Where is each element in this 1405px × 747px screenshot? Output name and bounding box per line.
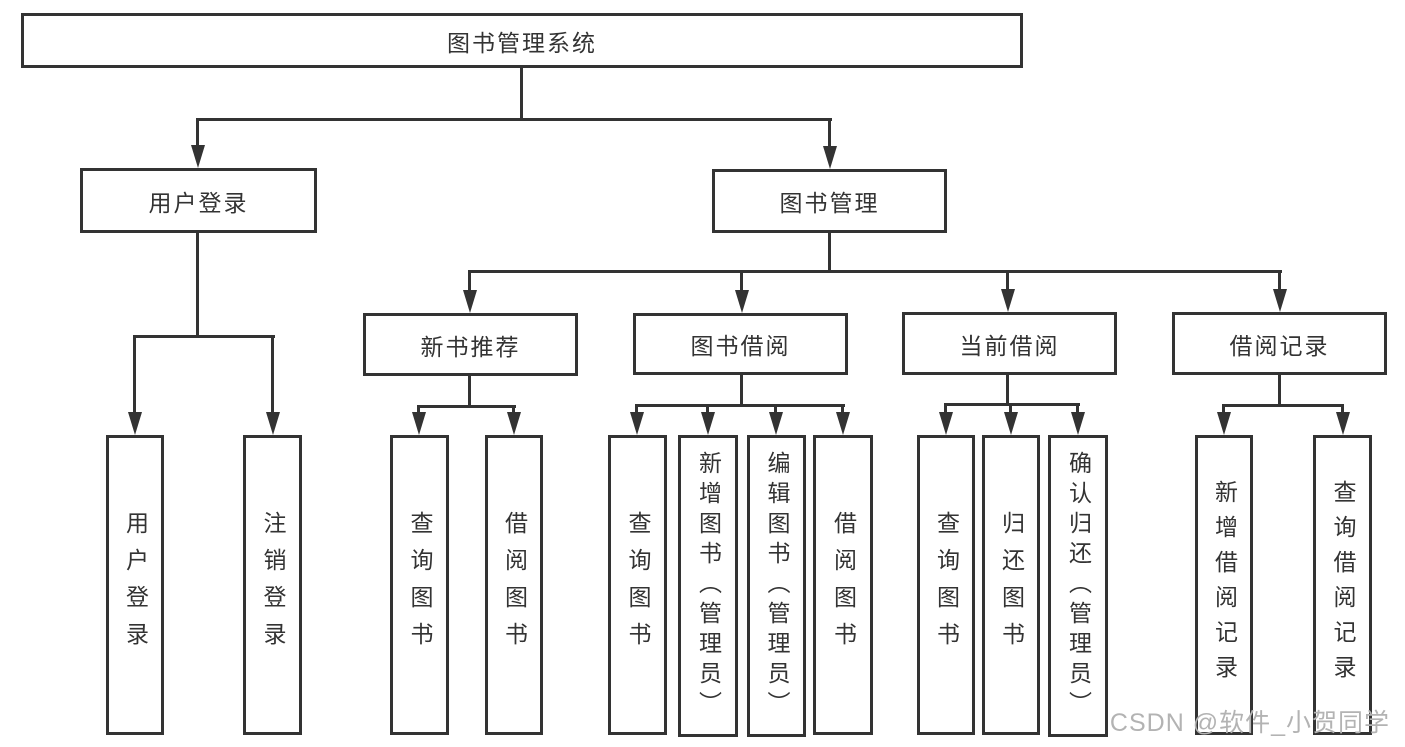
edge-drop [133, 335, 136, 415]
leaf-add-books-admin: 新增图书（管理员） [678, 435, 738, 737]
leaf-user-login: 用户登录 [106, 435, 164, 735]
edge-arrowhead-icon [1217, 412, 1231, 435]
edge-drop [1278, 270, 1281, 293]
edge-drop [1341, 404, 1344, 414]
edge-drop [417, 405, 420, 414]
node-label: 新增图书（管理员） [695, 451, 722, 721]
edge-arrowhead-icon [1071, 412, 1085, 435]
edge-drop [512, 405, 515, 414]
node-book-management: 图书管理 [712, 169, 947, 233]
node-current-borrowing: 当前借阅 [902, 312, 1117, 375]
node-borrowing-records: 借阅记录 [1172, 312, 1387, 375]
edge-arrowhead-icon [836, 412, 850, 435]
edge-rail [417, 405, 516, 408]
edge-rail [944, 403, 1080, 406]
leaf-edit-books-admin: 编辑图书（管理员） [747, 435, 806, 737]
edge-arrowhead-icon [191, 145, 205, 168]
node-label: 归还图书 [998, 511, 1025, 659]
edge-arrowhead-icon [507, 412, 521, 435]
edge-drop [828, 118, 831, 150]
leaf-add-borrow-record: 新增借阅记录 [1195, 435, 1253, 735]
node-label: 借阅图书 [501, 511, 528, 659]
node-book-borrowing: 图书借阅 [633, 313, 848, 375]
edge-arrowhead-icon [1273, 289, 1287, 312]
edge-drop [1076, 403, 1079, 414]
edge-stem [468, 376, 471, 407]
node-label: 查询图书 [933, 511, 960, 659]
node-new-book-recommend: 新书推荐 [363, 313, 578, 376]
edge-drop [635, 404, 638, 414]
edge-arrowhead-icon [1336, 412, 1350, 435]
edge-arrowhead-icon [701, 412, 715, 435]
edge-drop [468, 270, 471, 293]
edge-arrowhead-icon [823, 146, 837, 169]
csdn-watermark: CSDN @软件_小贺同学 [1109, 709, 1390, 737]
edge-drop [271, 335, 274, 415]
node-label: 确认归还（管理员） [1065, 451, 1092, 721]
node-label: 查询图书 [407, 511, 433, 659]
edge-drop [740, 270, 743, 293]
edge-rail [635, 404, 845, 407]
leaf-confirm-return-admin: 确认归还（管理员） [1048, 435, 1108, 737]
edge-arrowhead-icon [735, 290, 749, 313]
edge-arrowhead-icon [463, 290, 477, 313]
edge-arrowhead-icon [1001, 289, 1015, 312]
edge-arrowhead-icon [1004, 412, 1018, 435]
node-label: 新增借阅记录 [1211, 480, 1238, 690]
edge-rail [1222, 404, 1344, 407]
edge-drop [196, 118, 199, 150]
edge-stem [196, 233, 199, 338]
node-label: 查询图书 [625, 511, 651, 659]
leaf-query-books-borrow: 查询图书 [608, 435, 667, 735]
node-label: 用户登录 [122, 511, 149, 659]
edge-rail [133, 335, 275, 338]
edge-drop [774, 404, 777, 414]
node-library-management-system: 图书管理系统 [21, 13, 1023, 68]
edge-drop [1006, 270, 1009, 293]
leaf-return-books: 归还图书 [982, 435, 1040, 735]
edge-arrowhead-icon [266, 412, 280, 435]
edge-rail [196, 118, 832, 121]
edge-stem [740, 375, 743, 406]
edge-arrowhead-icon [412, 412, 426, 435]
node-user-login: 用户登录 [80, 168, 317, 233]
edge-drop [944, 403, 947, 414]
edge-drop [1009, 403, 1012, 414]
node-label: 编辑图书（管理员） [764, 451, 790, 721]
node-label: 注销登录 [260, 511, 286, 659]
node-label: 借阅记录 [1229, 332, 1330, 359]
node-label: 借阅图书 [830, 511, 857, 659]
edge-arrowhead-icon [630, 412, 644, 435]
node-label: 新书推荐 [420, 333, 521, 360]
leaf-query-books-current: 查询图书 [917, 435, 975, 735]
edge-drop [841, 404, 844, 414]
node-label: 图书管理 [779, 190, 880, 216]
node-label: 查询借阅记录 [1330, 480, 1356, 690]
edge-arrowhead-icon [128, 412, 142, 435]
edge-stem [828, 233, 831, 273]
leaf-borrow-books-newbook: 借阅图书 [485, 435, 543, 735]
leaf-query-borrow-record: 查询借阅记录 [1313, 435, 1372, 735]
edge-stem [1006, 375, 1009, 406]
edge-rail [468, 270, 1282, 273]
edge-stem [520, 68, 523, 120]
node-label: 图书管理系统 [447, 29, 597, 56]
node-label: 当前借阅 [959, 332, 1060, 359]
edge-arrowhead-icon [769, 412, 783, 435]
node-label: 图书借阅 [690, 333, 791, 359]
node-label: 用户登录 [148, 189, 249, 216]
leaf-borrow-books: 借阅图书 [813, 435, 873, 735]
edge-arrowhead-icon [939, 412, 953, 435]
edge-stem [1278, 375, 1281, 406]
edge-drop [1222, 404, 1225, 414]
edge-drop [706, 404, 709, 414]
leaf-query-books-newbook: 查询图书 [390, 435, 449, 735]
leaf-logout: 注销登录 [243, 435, 302, 735]
